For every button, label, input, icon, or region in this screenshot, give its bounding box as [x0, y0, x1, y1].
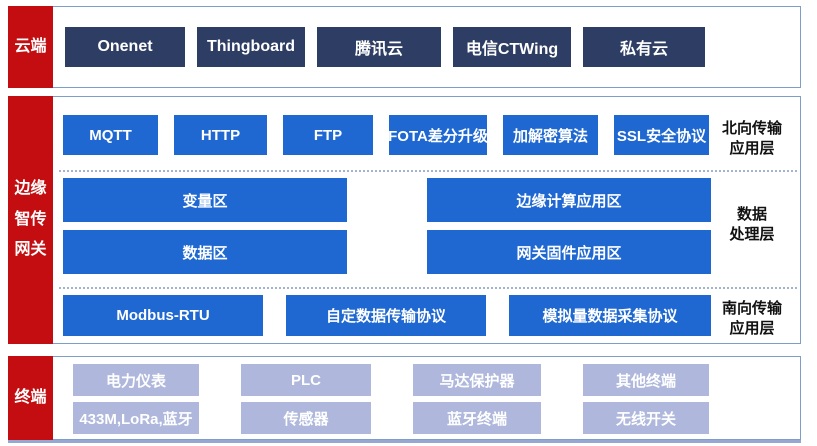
protocol-box: 加解密算法	[503, 115, 598, 155]
north-protocol-row: MQTT HTTP FTP FOTA差分升级 加解密算法 SSL安全协议	[63, 115, 709, 155]
north-layer-label-line: 应用层	[729, 140, 775, 158]
terminal-device-box: 蓝牙终端	[413, 402, 541, 434]
data-layer-row-1: 变量区 边缘计算应用区	[63, 178, 711, 222]
data-zone-box: 变量区	[63, 178, 347, 222]
south-layer-label-line: 南向传输	[721, 300, 782, 317]
data-layer-label-line: 数据	[736, 206, 767, 223]
protocol-box: SSL安全协议	[614, 115, 709, 155]
protocol-box: 自定数据传输协议	[286, 295, 486, 336]
north-layer-label: 北向传输 应用层	[706, 119, 798, 160]
south-protocol-row: Modbus-RTU 自定数据传输协议 模拟量数据采集协议	[63, 295, 711, 336]
cloud-platform-box: 私有云	[583, 27, 705, 67]
data-zone-box: 边缘计算应用区	[427, 178, 711, 222]
terminal-device-box: 433M,LoRa,蓝牙	[73, 402, 199, 434]
terminal-section-label: 终端	[8, 356, 53, 440]
cloud-platform-box: 电信CTWing	[453, 27, 571, 67]
cloud-platform-box: 腾讯云	[317, 27, 441, 67]
cloud-platform-row: Onenet Thingboard 腾讯云 电信CTWing 私有云	[65, 7, 705, 87]
gateway-section-label: 边缘 智传 网关	[8, 96, 53, 344]
terminal-section: 终端 电力仪表 PLC 马达保护器 其他终端 433M,LoRa,蓝牙 传感器 …	[8, 356, 801, 440]
terminal-device-box: 电力仪表	[73, 364, 199, 396]
terminal-label-text: 终端	[14, 388, 47, 406]
gateway-label-line: 边缘	[14, 180, 47, 198]
edge-gateway-section: 边缘 智传 网关 MQTT HTTP FTP FOTA差分升级 加解密算法 SS…	[8, 96, 801, 344]
terminal-device-box: 其他终端	[583, 364, 709, 396]
protocol-box: FTP	[283, 115, 373, 155]
gateway-label-line: 智传	[14, 210, 47, 228]
protocol-box: 模拟量数据采集协议	[509, 295, 711, 336]
terminal-row-1: 电力仪表 PLC 马达保护器 其他终端	[73, 364, 709, 396]
terminal-device-box: 无线开关	[583, 402, 709, 434]
south-layer-label: 南向传输 应用层	[706, 299, 798, 340]
terminal-device-box: 传感器	[241, 402, 371, 434]
terminal-device-box: PLC	[241, 364, 371, 396]
data-zone-box: 网关固件应用区	[427, 230, 711, 274]
protocol-box: FOTA差分升级	[388, 115, 488, 155]
terminal-device-box: 马达保护器	[413, 364, 541, 396]
data-layer-row-2: 数据区 网关固件应用区	[63, 230, 711, 274]
north-layer-label-line: 北向传输	[721, 120, 782, 137]
cloud-section: 云端 Onenet Thingboard 腾讯云 电信CTWing 私有云	[8, 6, 801, 88]
cloud-platform-box: Thingboard	[197, 27, 305, 67]
terminal-row-2: 433M,LoRa,蓝牙 传感器 蓝牙终端 无线开关	[73, 402, 709, 434]
cloud-section-label: 云端	[8, 6, 53, 88]
data-layer-label-line: 处理层	[729, 226, 775, 244]
protocol-box: MQTT	[63, 115, 158, 155]
south-layer-label-line: 应用层	[729, 320, 775, 338]
terminal-device-grid: 电力仪表 PLC 马达保护器 其他终端 433M,LoRa,蓝牙 传感器 蓝牙终…	[73, 364, 709, 434]
cloud-label-text: 云端	[14, 37, 47, 55]
layer-divider	[59, 287, 797, 289]
data-layer-label: 数据 处理层	[706, 205, 798, 246]
protocol-box: HTTP	[174, 115, 267, 155]
cloud-platform-box: Onenet	[65, 27, 185, 67]
data-zone-box: 数据区	[63, 230, 347, 274]
gateway-label-line: 网关	[14, 241, 47, 259]
layer-divider	[59, 170, 797, 172]
protocol-box: Modbus-RTU	[63, 295, 263, 336]
